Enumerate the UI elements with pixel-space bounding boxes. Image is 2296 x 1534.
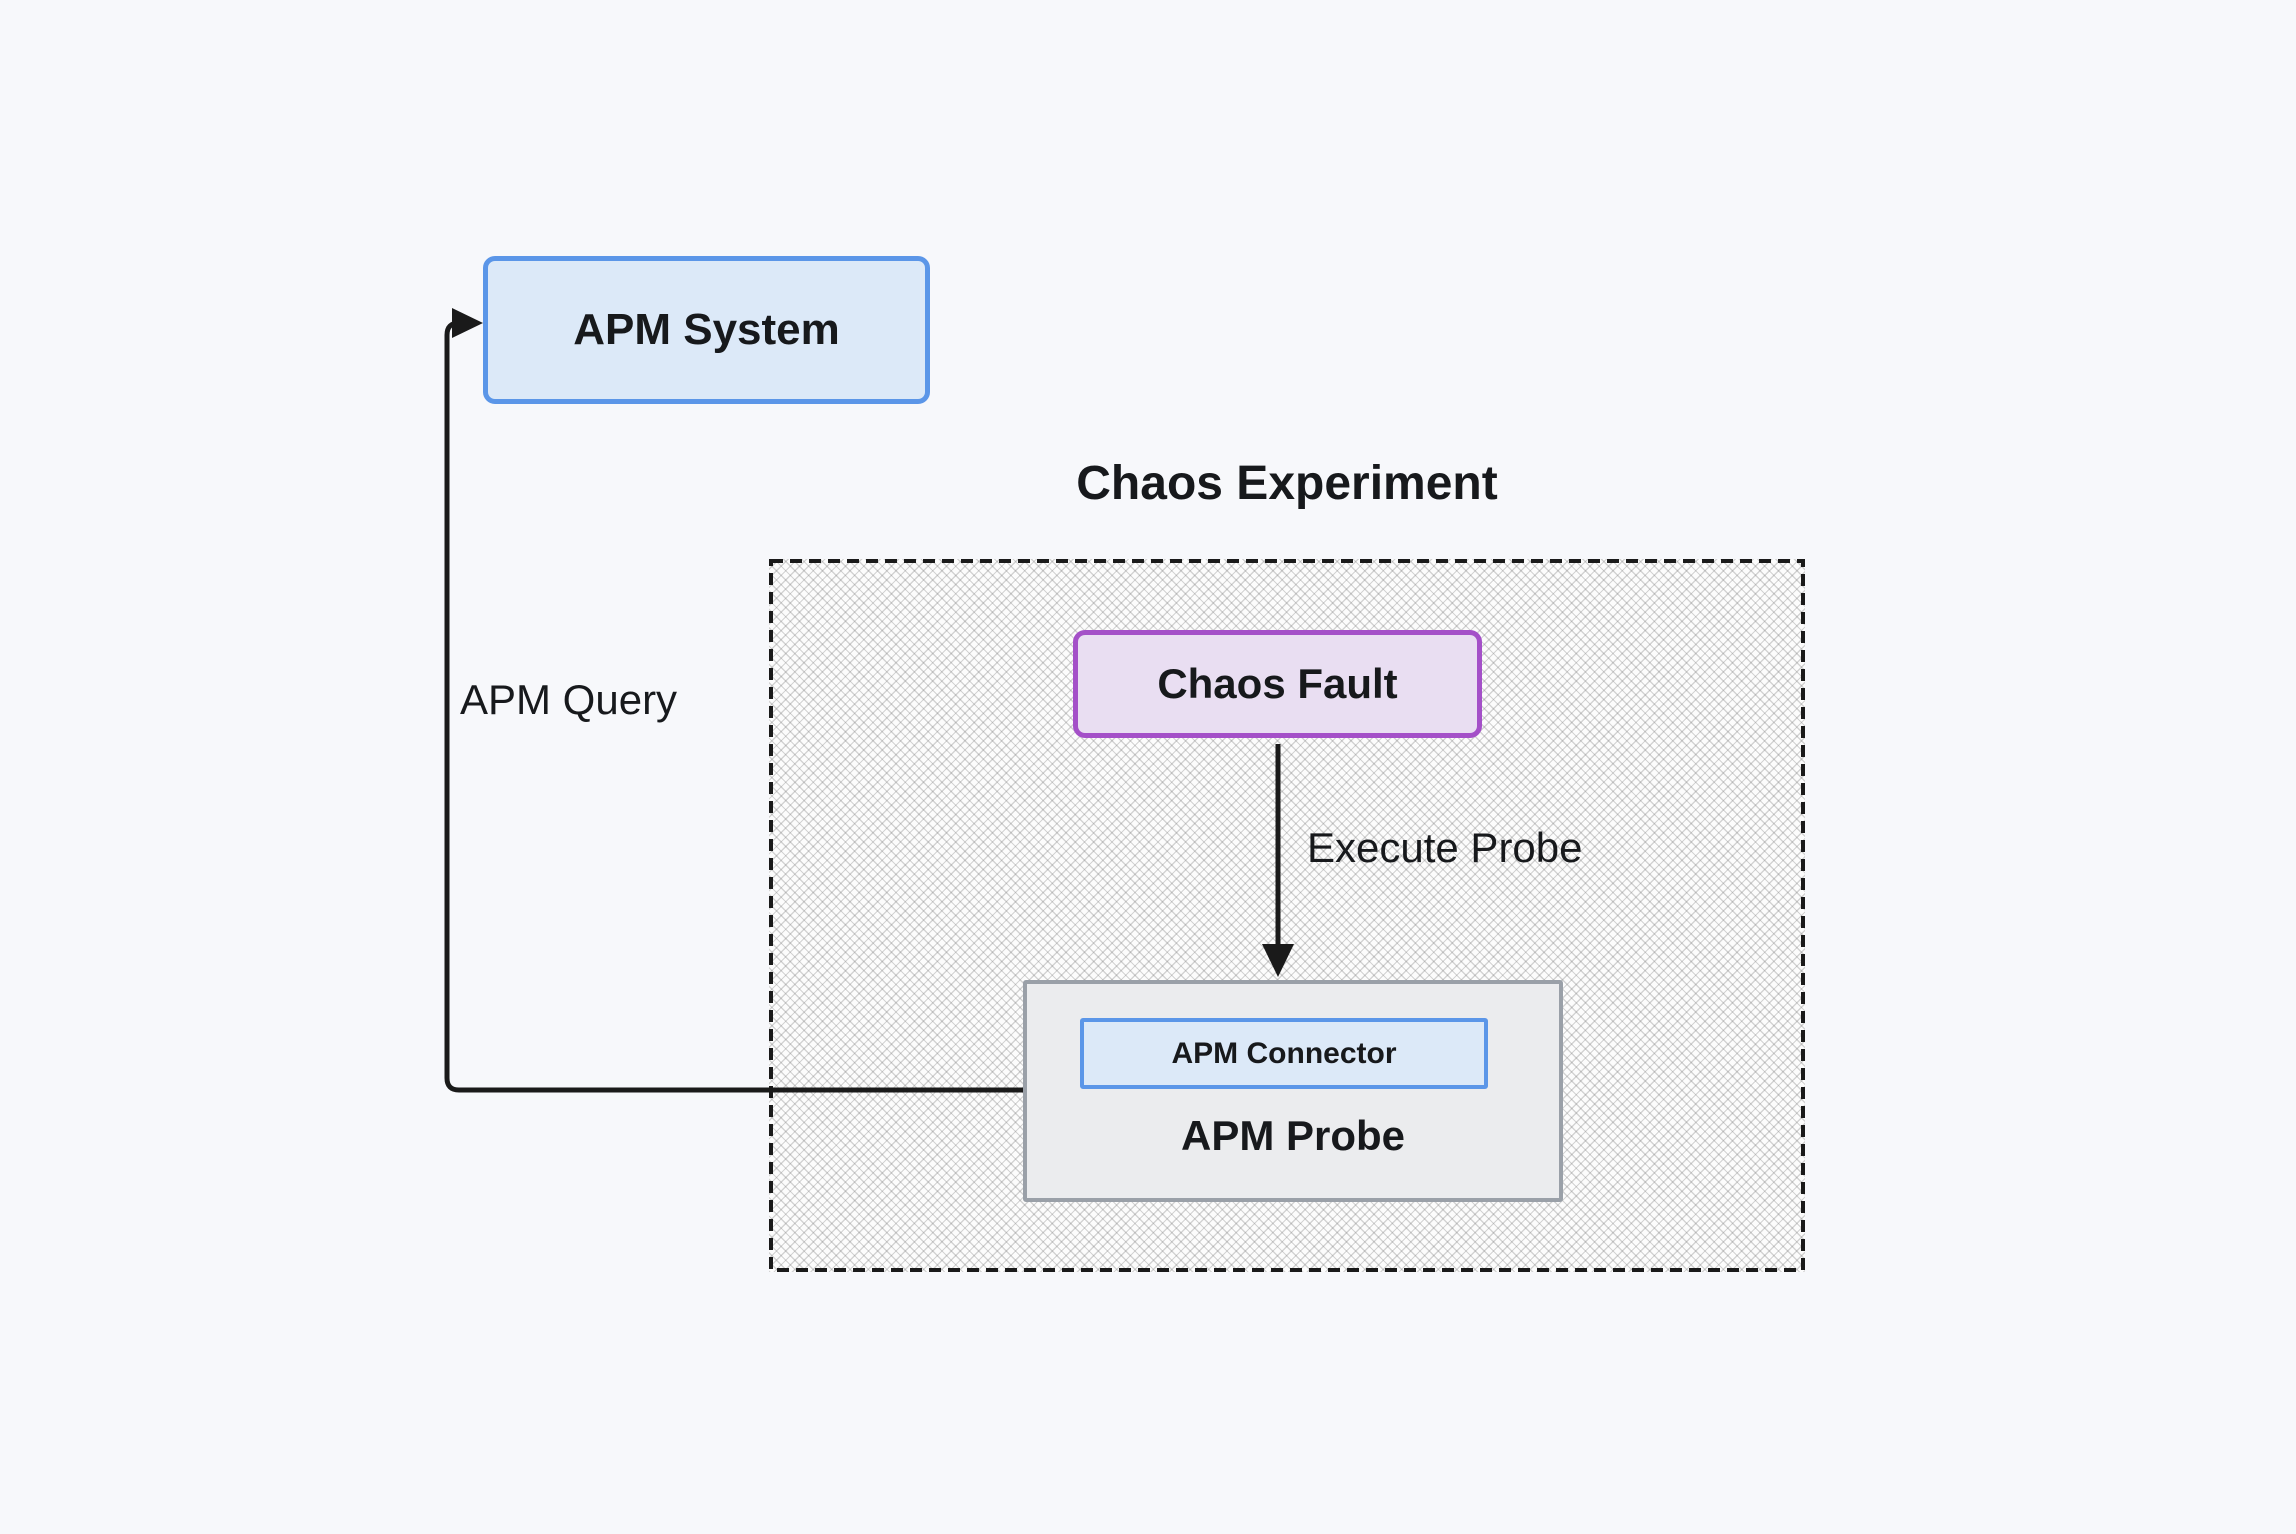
chaos-experiment-title: Chaos Experiment bbox=[1076, 457, 1498, 510]
apm-probe-node: APM Connector APM Probe bbox=[1023, 980, 1563, 1202]
apm-query-edge-label: APM Query bbox=[460, 676, 678, 723]
apm-probe-label: APM Probe bbox=[1180, 1112, 1406, 1159]
apm-system-node: APM System bbox=[483, 256, 930, 404]
apm-connector-node: APM Connector bbox=[1080, 1018, 1488, 1089]
chaos-fault-label: Chaos Fault bbox=[1157, 660, 1398, 707]
chaos-fault-node: Chaos Fault bbox=[1073, 630, 1482, 738]
apm-query-arrowhead-icon bbox=[452, 308, 483, 338]
apm-connector-label: APM Connector bbox=[1171, 1036, 1397, 1070]
apm-system-label: APM System bbox=[573, 305, 840, 354]
execute-probe-edge-label: Execute Probe bbox=[1307, 824, 1583, 871]
